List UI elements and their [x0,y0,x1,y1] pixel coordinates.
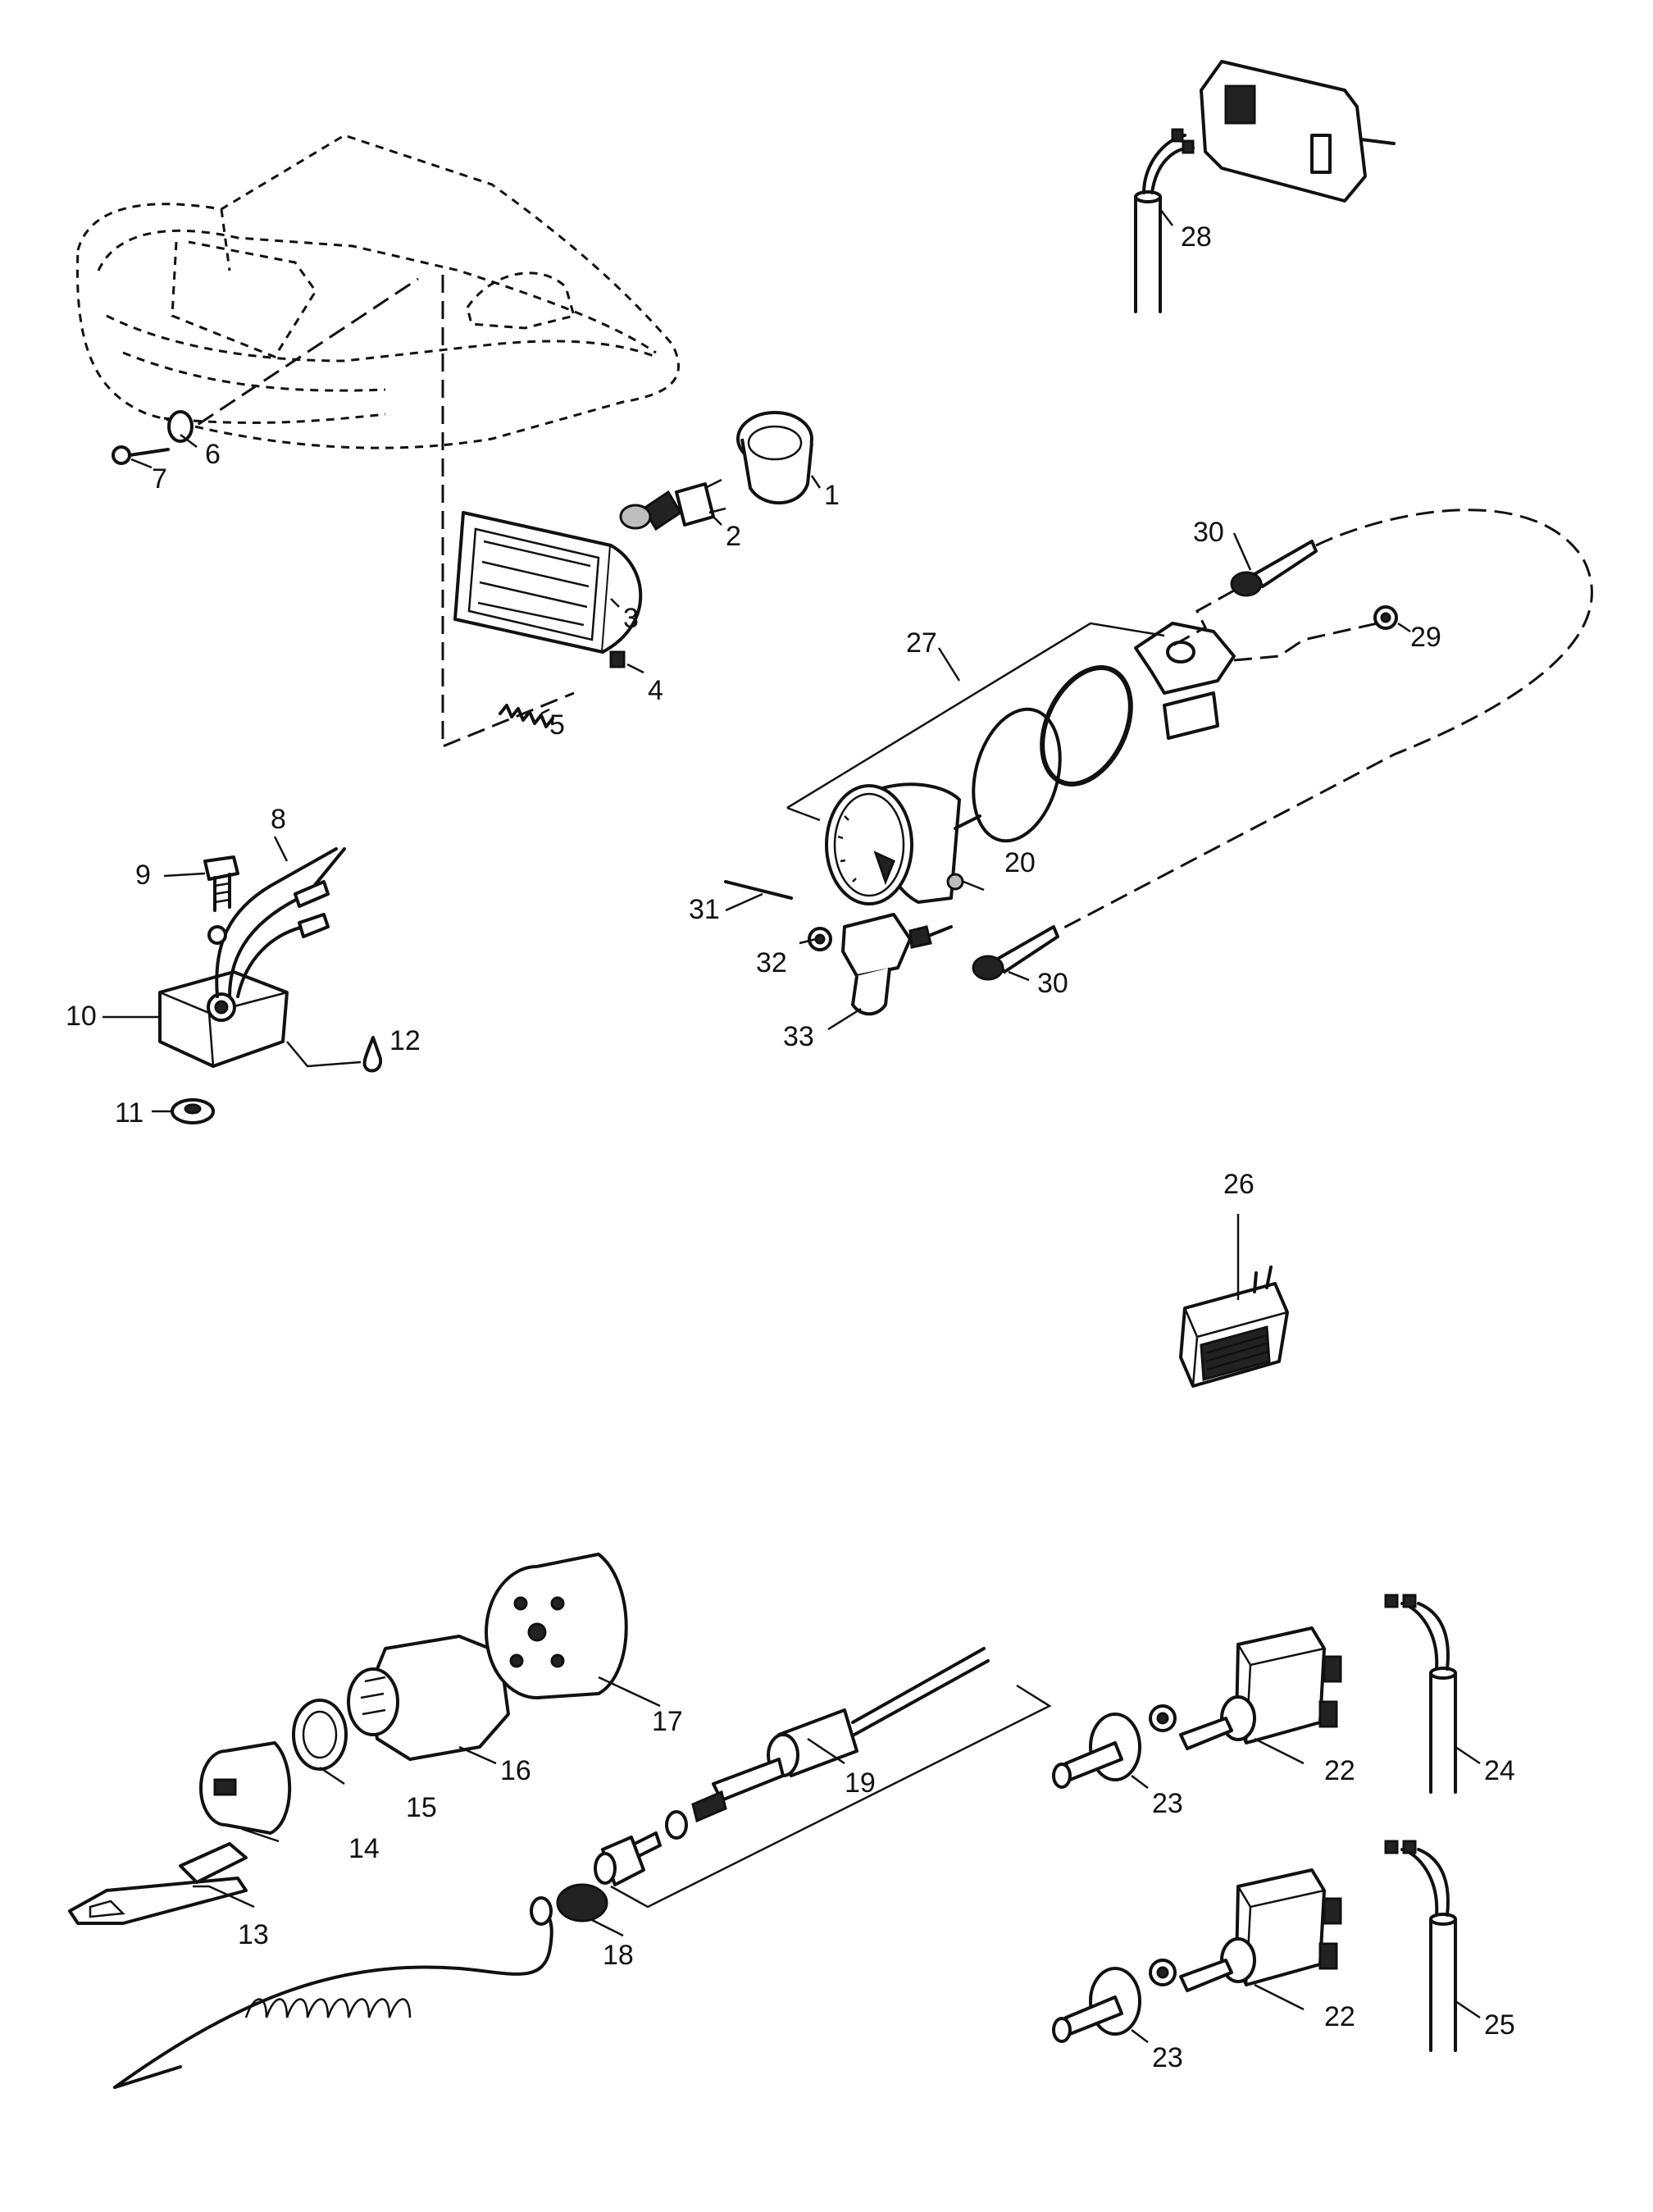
callout-26: 26 [1223,1169,1255,1200]
switch-panel-housing [1200,60,1396,203]
callout-22-lower: 22 [1324,2001,1355,2032]
ignition-switch-body [347,1635,510,1761]
callout-16: 16 [500,1755,531,1786]
callout-23-upper: 23 [1152,1788,1183,1819]
callout-4: 4 [648,675,663,706]
headlight-adjuster-clip [609,650,626,668]
callout-31: 31 [689,894,720,925]
callout-labels: 1 2 3 4 5 6 7 8 9 10 11 12 13 14 15 16 1… [66,221,1515,2073]
gauge-gasket-inner [1040,665,1133,787]
cable-fitting-upper [1230,540,1318,597]
washer-32 [808,927,832,951]
callout-23-lower: 23 [1152,2042,1183,2073]
gauge-body [825,782,961,905]
ignition-cap [199,1741,292,1835]
callout-24: 24 [1484,1755,1515,1786]
regulator-body [158,970,289,1068]
callout-9: 9 [135,860,151,891]
speedo-cable-dashed [1057,509,1593,933]
callout-5: 5 [549,709,565,741]
callout-25: 25 [1484,2009,1515,2041]
leader-lines [102,208,1481,2043]
toggle-nut-upper [1149,1704,1177,1732]
callout-19: 19 [845,1767,876,1799]
fastener-screw [112,445,170,465]
callout-27: 27 [906,627,937,659]
lanyard-clip [530,1883,608,1926]
regulator-nut [171,1098,215,1124]
harness-24 [1384,1594,1457,1794]
callout-1: 1 [824,480,840,511]
callout-13: 13 [238,1919,269,1950]
nut-29 [1373,605,1398,630]
callout-20: 20 [1004,847,1036,878]
callout-30-lower: 30 [1037,968,1068,999]
callout-30-upper: 30 [1193,517,1224,548]
toggle-boot-lower [1052,1967,1141,2043]
gauge-group-bracket-line [786,622,1165,822]
callout-8: 8 [271,804,286,835]
callout-32: 32 [756,947,787,978]
callout-2: 2 [726,521,741,552]
regulator-wiring [207,847,346,998]
callout-28: 28 [1181,221,1212,253]
gauge-gasket-outer [972,707,1062,843]
switch-panel-harness [1134,128,1195,313]
callout-7: 7 [152,463,167,495]
harness-25 [1384,1840,1457,2052]
gauge-bracket [1134,622,1236,740]
toggle-nut-lower [1149,1959,1177,1986]
stop-switch-group-line [610,1684,1052,1909]
gauge-stud [954,814,981,830]
headlight-lens-assembly [453,511,643,654]
sealant-drop-icon [362,1036,383,1073]
callout-12: 12 [389,1025,421,1056]
gauge-bolt [946,873,964,891]
toggle-switch-lower [1179,1868,1342,1992]
callout-6: 6 [205,439,221,470]
callout-11: 11 [115,1097,143,1129]
headlight-bezel-ring [736,411,813,505]
headlight-bulb [619,478,726,531]
regulator-bolt [203,855,239,912]
cable-fitting-lower [972,925,1059,981]
callout-15: 15 [406,1792,437,1823]
callout-29: 29 [1410,622,1441,653]
rocker-switch [1179,1266,1289,1388]
toggle-switch-upper [1179,1626,1342,1750]
callout-3: 3 [623,603,639,634]
callout-18: 18 [603,1940,634,1971]
callout-22-upper: 22 [1324,1755,1355,1786]
callout-14: 14 [348,1833,380,1864]
hull-deck-outline [75,134,680,449]
fastener-washer [167,410,194,443]
callout-17: 17 [652,1706,683,1737]
callout-10: 10 [66,1001,97,1032]
stop-switch-plunger [594,1836,645,1886]
assembly-guide-lines [175,275,575,749]
lanyard-coil [113,1909,553,2089]
ignition-rear-cover [485,1553,628,1699]
toggle-boot-upper [1052,1713,1141,1789]
callout-33: 33 [783,1021,814,1052]
pin-31 [724,880,793,900]
ignition-key [68,1842,248,1925]
headlight-spring [499,704,554,728]
ignition-nut [292,1699,348,1771]
elbow-fitting-33 [841,913,953,1016]
